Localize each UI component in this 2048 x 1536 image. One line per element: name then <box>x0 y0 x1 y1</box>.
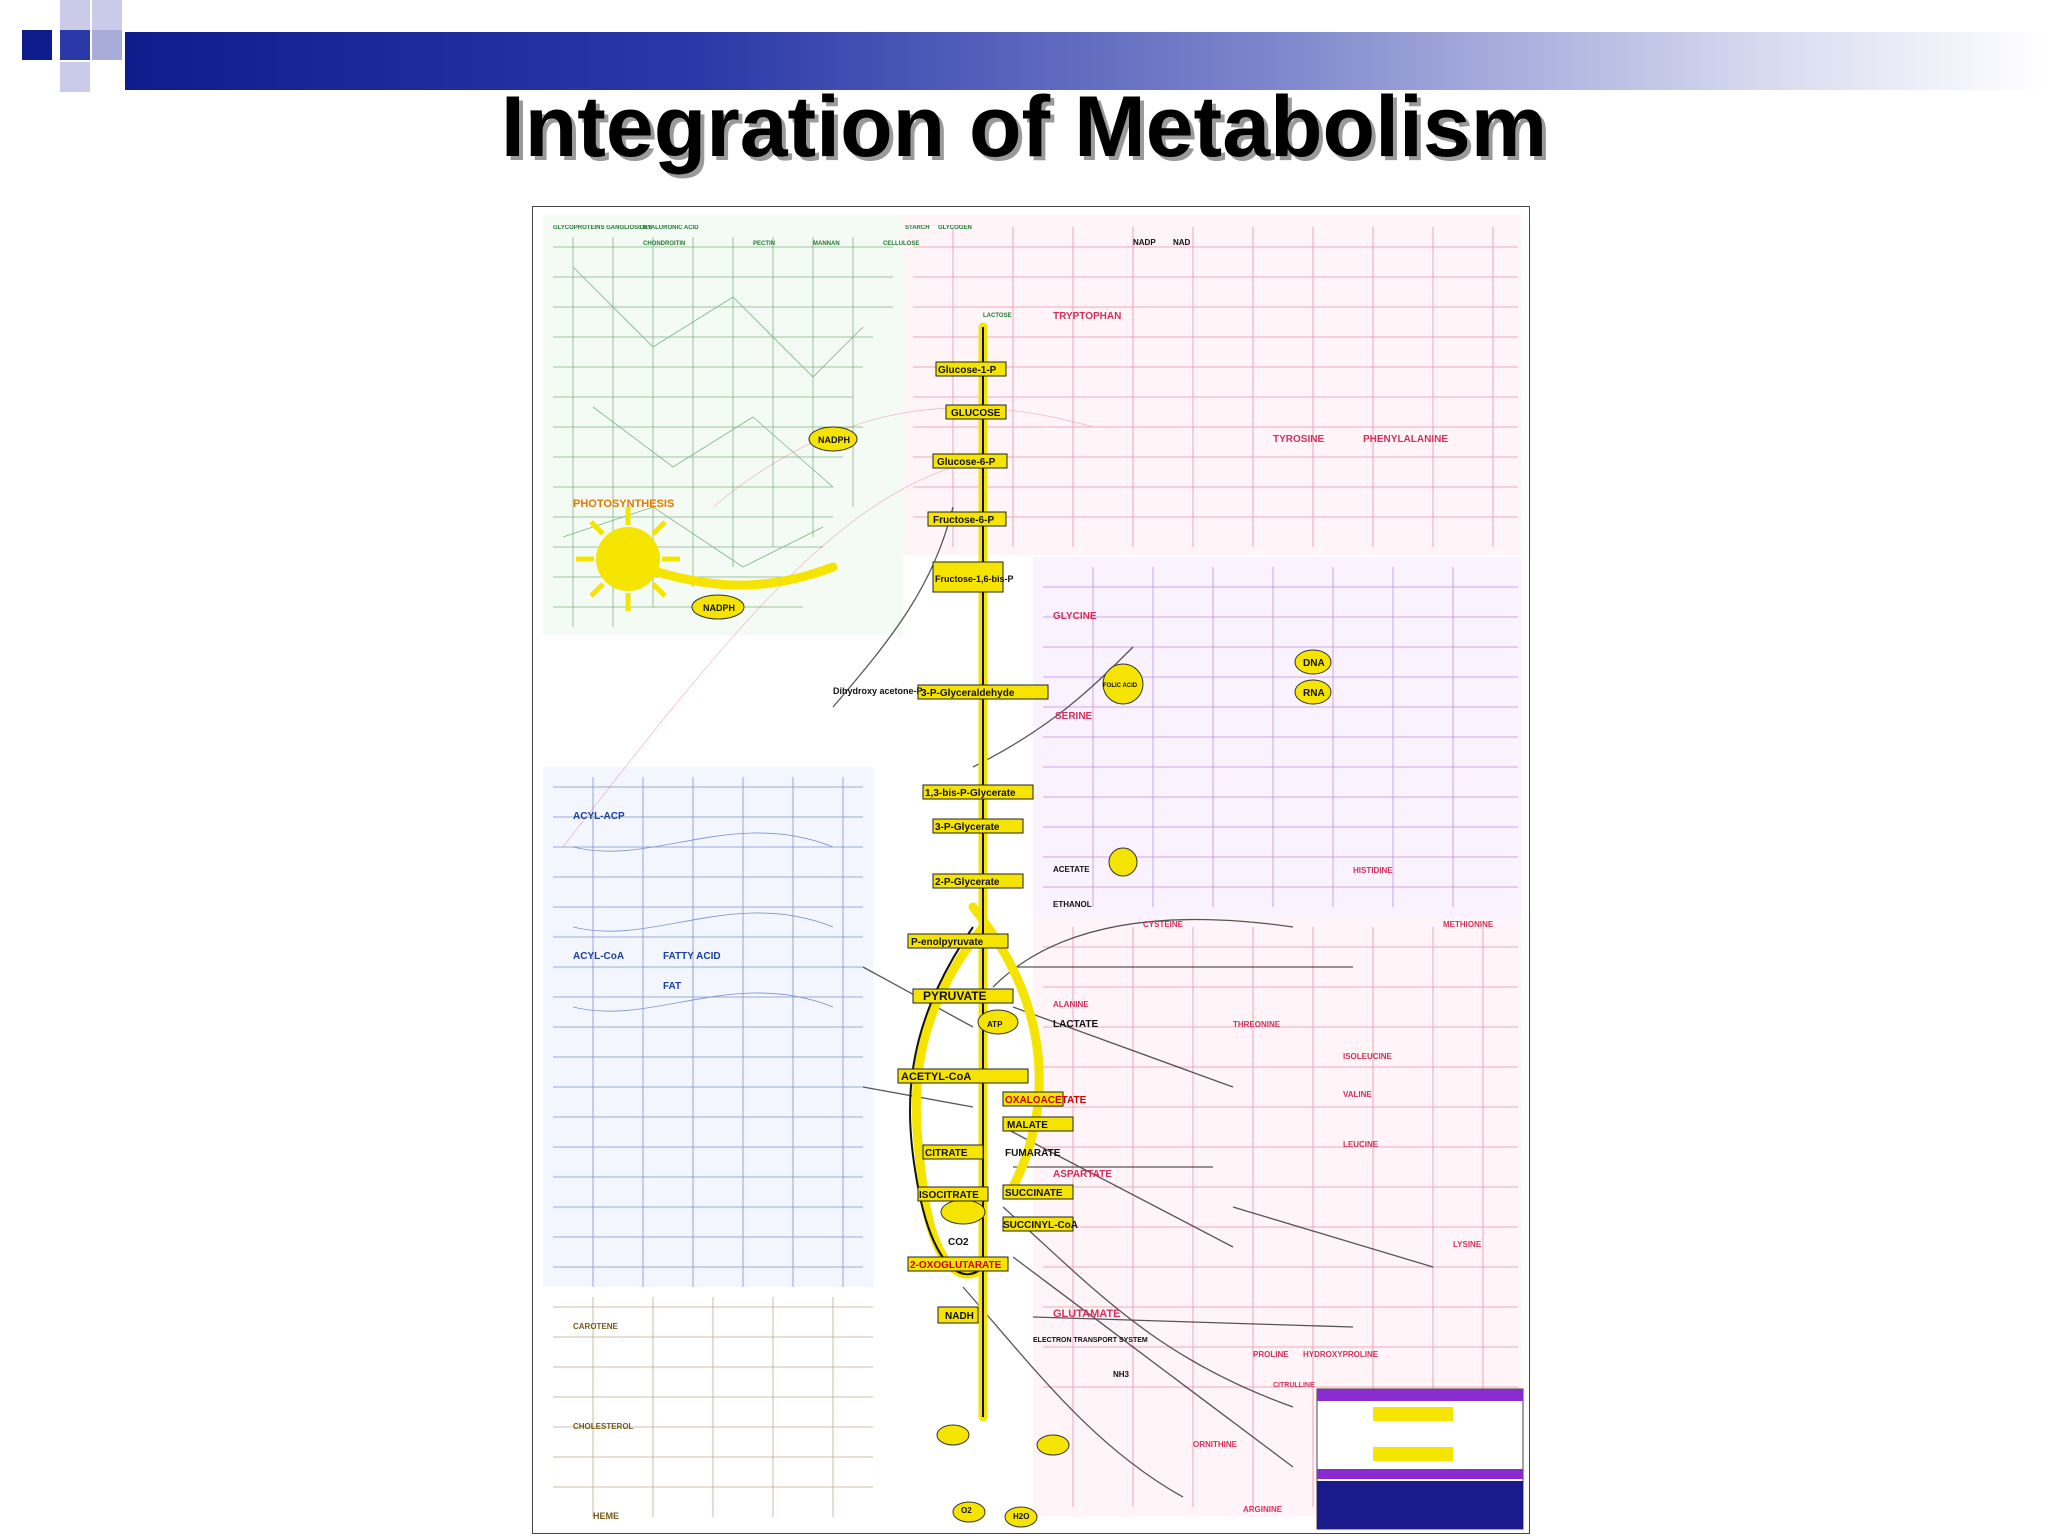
label-glycoproteins: GLYCOPROTEINS GANGLIOSIDES <box>553 225 652 231</box>
label-glucose-1p: Glucose-1-P <box>938 365 997 376</box>
carbohydrate-network <box>553 237 893 627</box>
label-leucine: LEUCINE <box>1343 1140 1379 1149</box>
label-tyrosine: TYROSINE <box>1273 434 1324 445</box>
label-nad: NAD <box>1173 238 1191 247</box>
label-acetyl-coa: ACETYL-CoA <box>901 1071 971 1083</box>
label-cysteine: CYSTEINE <box>1143 920 1184 929</box>
label-glucose: GLUCOSE <box>951 408 1001 419</box>
label-o2: O2 <box>961 1506 972 1515</box>
corner-square-dark-1 <box>22 30 52 60</box>
label-carotene: CAROTENE <box>573 1322 619 1331</box>
label-electron-transport: ELECTRON TRANSPORT SYSTEM <box>1033 1337 1148 1344</box>
label-cholesterol: CHOLESTEROL <box>573 1422 634 1431</box>
label-histidine: HISTIDINE <box>1353 866 1393 875</box>
label-chondroitin: CHONDROITIN <box>643 241 685 247</box>
label-ornithine: ORNITHINE <box>1193 1440 1238 1449</box>
label-rna: RNA <box>1303 688 1325 699</box>
label-starch: STARCH <box>905 225 930 231</box>
corner-square-light-2 <box>92 0 122 30</box>
corner-square-light-3 <box>60 62 90 92</box>
corner-square-light-1 <box>60 0 90 30</box>
corner-square-mid-1 <box>92 30 122 60</box>
label-pyruvate: PYRUVATE <box>923 989 987 1003</box>
label-phenylalanine: PHENYLALANINE <box>1363 434 1448 445</box>
label-photosynthesis: PHOTOSYNTHESIS <box>573 498 674 510</box>
label-p-glyceraldehyde: 3-P-Glyceraldehyde <box>921 688 1015 699</box>
label-acyl-acp: ACYL-ACP <box>573 811 625 822</box>
label-nadph-top: NADPH <box>818 435 850 445</box>
label-dna: DNA <box>1303 658 1325 669</box>
cofactor-badges <box>691 426 1332 1528</box>
label-glutamate: GLUTAMATE <box>1053 1308 1120 1320</box>
label-lactate: LACTATE <box>1053 1019 1099 1030</box>
label-acetate: ACETATE <box>1053 865 1090 874</box>
label-isoleucine: ISOLEUCINE <box>1343 1052 1393 1061</box>
label-hyaluronic: HYALURONIC ACID <box>643 225 699 231</box>
label-nadh: NADH <box>945 1311 974 1322</box>
label-nadp: NADP <box>1133 238 1156 247</box>
label-folic: FOLIC ACID <box>1103 683 1138 689</box>
label-isocitrate: ISOCITRATE <box>919 1190 979 1201</box>
label-tryptophan: TRYPTOPHAN <box>1053 311 1121 322</box>
label-succinyl-coa: SUCCINYL-CoA <box>1003 1220 1078 1231</box>
central-pathway-outline <box>909 327 984 1417</box>
carbohydrate-region <box>543 215 903 635</box>
metabolic-pathways-chart: Glucose-1-P GLUCOSE Glucose-6-P Fructose… <box>532 206 1530 1534</box>
label-mannan: MANNAN <box>813 241 840 247</box>
pathways-svg: Glucose-1-P GLUCOSE Glucose-6-P Fructose… <box>543 215 1524 1530</box>
label-succinate: SUCCINATE <box>1005 1188 1063 1199</box>
label-citrulline: CITRULLINE <box>1273 1382 1315 1389</box>
label-fatty-acid: FATTY ACID <box>663 951 721 962</box>
label-co2: CO2 <box>948 1237 969 1248</box>
label-glycine: GLYCINE <box>1053 611 1097 622</box>
highlight-boxes <box>897 361 1074 1324</box>
header-gradient-band <box>125 32 2048 90</box>
label-nadph-mid: NADPH <box>703 603 735 613</box>
label-aspartate: ASPARTATE <box>1053 1169 1112 1180</box>
label-fructose-bisp: Fructose-1,6-bis-P <box>935 574 1014 584</box>
label-cellulose: CELLULOSE <box>883 241 919 247</box>
label-bis-p-glycerate: 1,3-bis-P-Glycerate <box>925 788 1016 799</box>
label-lysine: LYSINE <box>1453 1240 1482 1249</box>
label-malate: MALATE <box>1007 1120 1048 1131</box>
label-3p-glycerate: 3-P-Glycerate <box>935 822 1000 833</box>
photosynthesis-sun-icon <box>576 507 680 611</box>
label-atp: ATP <box>987 1020 1003 1029</box>
label-serine: SERINE <box>1055 711 1093 722</box>
label-h2o: H2O <box>1013 1512 1029 1521</box>
legend-panel <box>1316 1388 1524 1530</box>
amino-acid-network <box>562 227 1518 1507</box>
label-pep: P-enolpyruvate <box>911 937 984 948</box>
pathway-labels: Glucose-1-P GLUCOSE Glucose-6-P Fructose… <box>553 225 1494 1521</box>
label-glycogen: GLYCOGEN <box>938 225 972 231</box>
cofactor-network <box>553 1297 873 1517</box>
label-oxoglutarate: 2-OXOGLUTARATE <box>910 1260 1002 1271</box>
label-alanine: ALANINE <box>1053 1000 1089 1009</box>
label-methionine: METHIONINE <box>1443 920 1494 929</box>
label-threonine: THREONINE <box>1233 1020 1281 1029</box>
label-fat: FAT <box>663 981 681 992</box>
label-pectin: PECTIN <box>753 241 775 247</box>
label-2p-glycerate: 2-P-Glycerate <box>935 877 1000 888</box>
label-fumarate: FUMARATE <box>1005 1148 1061 1159</box>
label-nh3: NH3 <box>1113 1370 1130 1379</box>
label-heme: HEME <box>593 1511 619 1521</box>
label-oxaloacetate: OXALOACETATE <box>1005 1095 1087 1106</box>
label-dihydroxy: Dihydroxy acetone-P <box>833 686 923 696</box>
label-arginine: ARGININE <box>1243 1505 1283 1514</box>
corner-square-dark-2 <box>60 30 90 60</box>
label-fructose-6p: Fructose-6-P <box>933 515 994 526</box>
label-ethanol: ETHANOL <box>1053 900 1092 909</box>
label-hydroxyproline: HYDROXYPROLINE <box>1303 1350 1379 1359</box>
label-lactose: LACTOSE <box>983 313 1012 319</box>
label-valine: VALINE <box>1343 1090 1372 1099</box>
nucleotide-network <box>1043 567 1518 907</box>
label-glucose-6p: Glucose-6-P <box>937 457 996 468</box>
slide-title: Integration of Metabolism <box>500 79 1548 175</box>
label-acyl-coa: ACYL-CoA <box>573 951 624 962</box>
label-proline: PROLINE <box>1253 1350 1289 1359</box>
aromatic-region <box>903 215 1521 555</box>
label-citrate: CITRATE <box>925 1148 968 1159</box>
lipid-network <box>553 777 863 1287</box>
